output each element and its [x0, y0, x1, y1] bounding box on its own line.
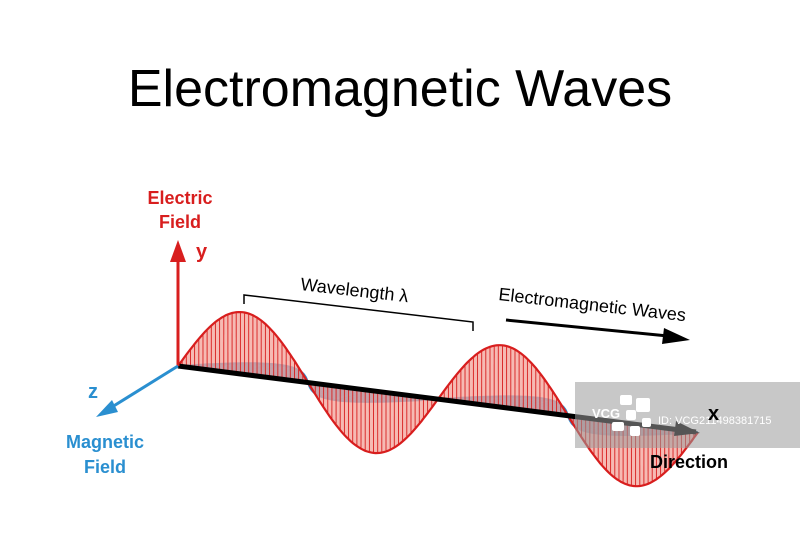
elec-wave-fill: [178, 312, 698, 487]
page-title: Electromagnetic Waves: [128, 60, 672, 118]
em-waves-label: Electromagnetic Waves: [498, 284, 687, 325]
magnetic-field-label-2: Field: [84, 457, 126, 477]
direction-label: Direction: [650, 452, 728, 472]
em-waves-arrowhead: [662, 328, 690, 344]
watermark-brand: VCG: [592, 406, 620, 421]
wavelength-label: Wavelength λ: [300, 274, 410, 306]
z-axis-line: [111, 364, 179, 409]
wavelength-bracket: [243, 294, 474, 331]
y-axis-arrowhead: [170, 240, 186, 262]
electric-field-label-1: Electric: [147, 188, 212, 208]
z-axis-arrowhead: [96, 400, 118, 417]
watermark-logo-icon: [612, 395, 651, 436]
em-waves-arrow: [505, 318, 669, 338]
magnetic-field-label-1: Magnetic: [66, 432, 144, 452]
z-axis-label: z: [88, 381, 98, 403]
x-axis-label: x: [708, 403, 719, 425]
watermark-id: ID: VCG211498381715: [658, 415, 772, 427]
y-axis-label: y: [196, 241, 208, 263]
electric-field-label-2: Field: [159, 212, 201, 232]
watermark: VCG ID: VCG211498381715: [575, 382, 800, 448]
